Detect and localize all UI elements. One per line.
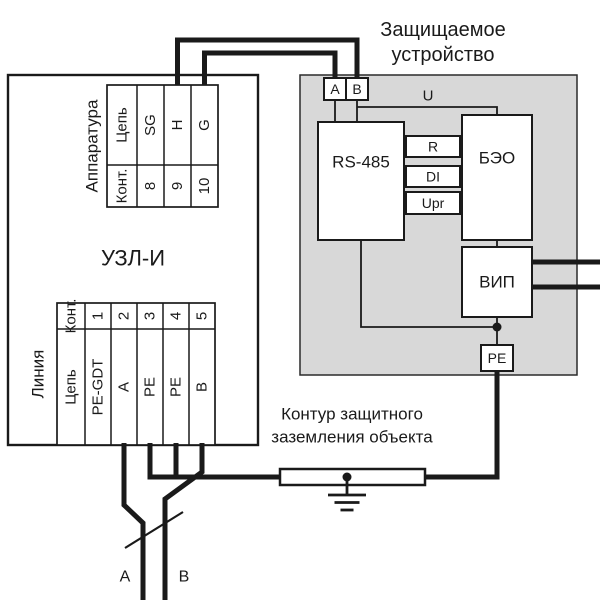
- vip-label: ВИП: [479, 273, 515, 292]
- earth-symbol-icon: [328, 493, 366, 512]
- signal-box-r: [405, 135, 461, 158]
- bottom-circuit-row-label: Цепь: [63, 369, 80, 405]
- beo-label: БЭО: [479, 149, 515, 168]
- terminal-circuit: PE-GDT: [90, 359, 107, 416]
- bottom-terminal-table: Конт. Цепь 1 2 3 4 5 PE-GDT A PE PE B Ли…: [29, 299, 216, 446]
- device-title-line2: устройство: [391, 44, 494, 66]
- terminal-contact: 2: [116, 312, 133, 320]
- ground-caption-line2: заземления объекта: [271, 428, 433, 447]
- signal-label-di: DI: [426, 169, 440, 185]
- top-terminal-table: Цепь Конт. SG H G 8 9 10 Аппаратура: [83, 84, 219, 208]
- line-end-a-label: A: [120, 569, 131, 586]
- top-circuit-row-label: Цепь: [114, 107, 131, 143]
- terminal-circuit: B: [194, 382, 211, 392]
- signal-box-upr: [405, 191, 461, 215]
- wire-h-to-b: [175, 37, 360, 85]
- rs485-block: [317, 121, 405, 241]
- terminal-circuit: H: [169, 120, 186, 131]
- wire-device-pe: [425, 371, 500, 480]
- device-title-line1: Защищаемое: [380, 19, 506, 41]
- ground-busbar: [278, 467, 427, 487]
- terminal-circuit: G: [196, 119, 213, 131]
- terminal-circuit: SG: [142, 114, 159, 136]
- signal-box-di: [405, 165, 461, 188]
- uzl-title: УЗЛ-И: [101, 246, 165, 271]
- wire-g-to-a: [202, 50, 338, 85]
- terminal-contact: 1: [90, 312, 107, 320]
- bottom-table-frame: [56, 302, 216, 446]
- pe-terminal-label: PE: [488, 350, 507, 366]
- terminal-circuit: PE: [142, 377, 159, 397]
- signal-label-r: R: [428, 139, 438, 155]
- rs485-label: RS-485: [332, 153, 390, 172]
- ground-caption-line1: Контур защитного: [281, 405, 423, 424]
- top-contact-row-label: Конт.: [114, 169, 131, 204]
- terminal-contact: 8: [142, 182, 159, 190]
- bottom-contact-row-label: Конт.: [63, 299, 80, 334]
- signal-label-upr: Upr: [422, 195, 445, 211]
- wire-line-b: [162, 443, 205, 600]
- line-end-b-label: B: [179, 569, 190, 586]
- terminal-b-label: B: [352, 81, 361, 97]
- rs485-ground-link: [360, 240, 497, 328]
- beo-block: [461, 114, 533, 241]
- terminal-contact: 10: [196, 178, 213, 195]
- terminal-b-box: [345, 77, 369, 101]
- junction-dot: [492, 322, 502, 332]
- terminal-contact: 5: [194, 312, 211, 320]
- pair-slash: [124, 511, 184, 549]
- u-line: [357, 106, 498, 116]
- terminal-contact: 4: [168, 312, 185, 320]
- line-side-label: Линия: [29, 350, 48, 399]
- equipment-side-label: Аппаратура: [83, 99, 102, 192]
- terminal-circuit: PE: [168, 377, 185, 397]
- wire-pe-1: [147, 443, 280, 480]
- terminal-circuit: A: [116, 382, 133, 392]
- u-label: U: [423, 88, 434, 105]
- terminal-a-label: A: [330, 81, 340, 97]
- top-table-frame: [106, 84, 219, 208]
- pe-terminal-box: [480, 344, 514, 372]
- wire-line-a: [121, 443, 146, 600]
- vip-block: [461, 246, 533, 318]
- terminal-contact: 3: [142, 312, 159, 320]
- terminal-contact: 9: [169, 182, 186, 190]
